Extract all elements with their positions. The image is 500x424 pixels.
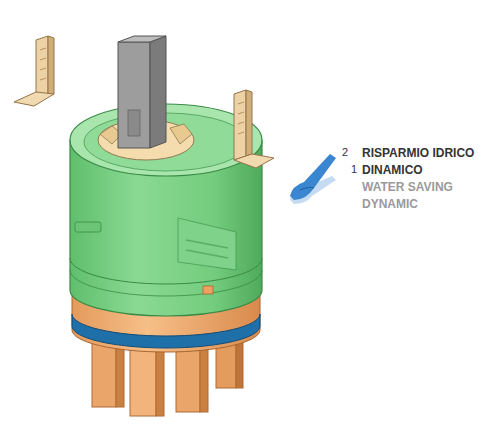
option-label: DYNAMIC	[362, 198, 418, 210]
callout-number: 2	[342, 147, 348, 158]
retaining-clip	[234, 90, 274, 168]
option-label: DINAMICO	[362, 164, 423, 176]
option-label: WATER SAVING	[362, 181, 453, 193]
cartridge-stem	[118, 36, 166, 148]
retaining-clip	[14, 36, 54, 106]
callout-number: 1	[351, 164, 357, 175]
option-label: RISPARMIO IDRICO	[362, 147, 474, 159]
lever-icon	[290, 154, 336, 204]
